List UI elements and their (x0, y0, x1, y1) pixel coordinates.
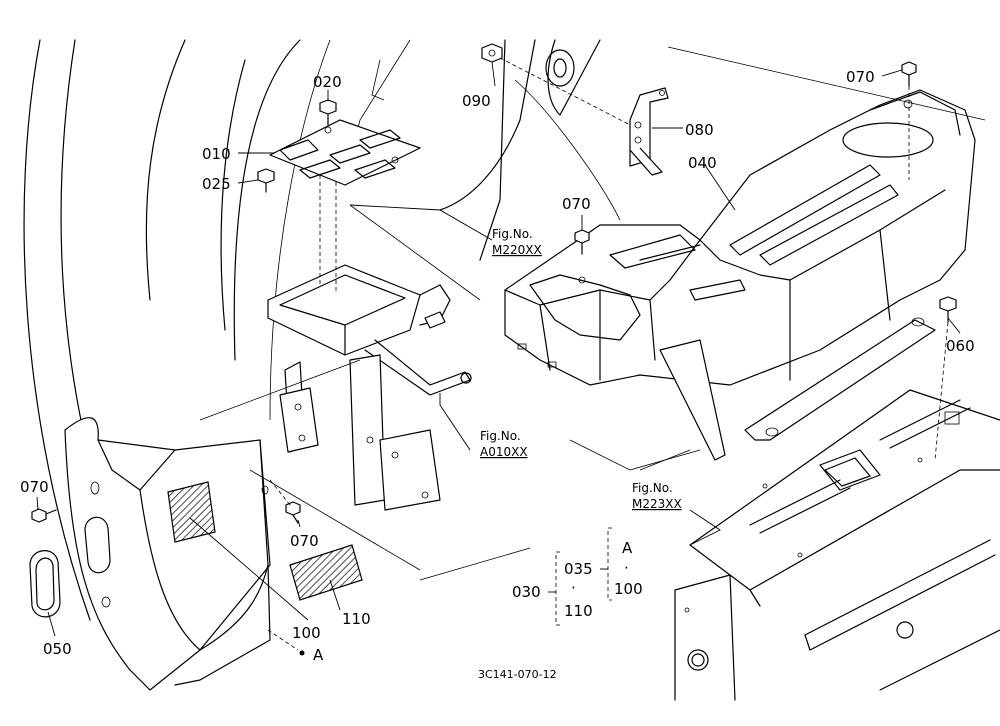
svg-text:·: · (624, 559, 629, 577)
decal-110 (289, 544, 363, 601)
svg-text:M223XX: M223XX (632, 497, 682, 511)
front-cover (64, 417, 299, 691)
label-050: 050 (43, 640, 72, 658)
bolt-020 (319, 99, 337, 126)
fig-ref-m223: Fig.No. M223XX (632, 481, 682, 511)
bolt-070-cover-right (269, 479, 301, 524)
bolt-060 (934, 296, 957, 461)
marker-a-dot (299, 650, 305, 656)
bolt-070-top (901, 61, 917, 180)
svg-text:A010XX: A010XX (480, 445, 528, 459)
label-025: 025 (202, 175, 231, 193)
screw-025 (257, 168, 275, 193)
kit-breakdown-030: 030 035 · 110 A · 100 (512, 527, 643, 626)
floor-plate (674, 389, 1000, 701)
label-090: 090 (462, 92, 491, 110)
rear-frame (439, 39, 601, 261)
label-100: 100 (292, 624, 321, 642)
boundary-lines (199, 46, 986, 581)
svg-text:035: 035 (564, 560, 593, 578)
label-a: A (313, 646, 324, 664)
label-070-cover-right: 070 (290, 532, 319, 550)
svg-text:Fig.No.: Fig.No. (480, 429, 521, 443)
label-020: 020 (313, 73, 342, 91)
svg-text:M220XX: M220XX (492, 243, 542, 257)
label-080: 080 (685, 121, 714, 139)
label-070-console: 070 (562, 195, 591, 213)
drawing-code: 3C141-070-12 (478, 668, 557, 681)
svg-text:A: A (622, 539, 633, 557)
svg-text:·: · (571, 579, 576, 597)
fig-ref-m220: Fig.No. M220XX (492, 227, 542, 257)
svg-text:Fig.No.: Fig.No. (632, 481, 673, 495)
cap-050 (29, 550, 61, 618)
console-bracket (659, 317, 936, 461)
console-040 (504, 89, 976, 386)
label-040: 040 (688, 154, 717, 172)
label-070-cover-left: 070 (20, 478, 49, 496)
fig-ref-a010: Fig.No. A010XX (480, 429, 528, 459)
label-110: 110 (342, 610, 371, 628)
bolt-070-cover-left (31, 508, 57, 523)
label-070-top: 070 (846, 68, 875, 86)
bracket-080 (629, 87, 669, 176)
decal-100 (167, 481, 216, 543)
leader-lines (36, 61, 961, 637)
svg-text:Fig.No.: Fig.No. (492, 227, 533, 241)
svg-text:030: 030 (512, 583, 541, 601)
svg-text:100: 100 (614, 580, 643, 598)
svg-text:110: 110 (564, 602, 593, 620)
step-plate-010 (269, 119, 421, 292)
pedal-assembly (267, 264, 472, 511)
label-060: 060 (946, 337, 975, 355)
bolt-090 (481, 43, 641, 131)
label-010: 010 (202, 145, 231, 163)
